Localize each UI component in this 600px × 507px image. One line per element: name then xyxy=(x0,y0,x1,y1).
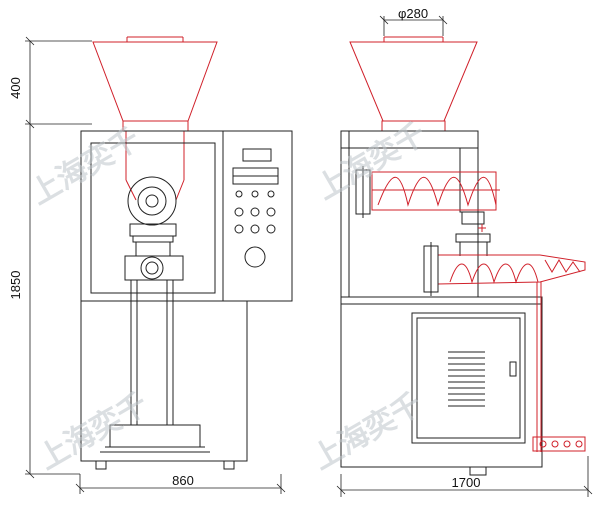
side-view xyxy=(340,36,586,476)
watermark: 上海奕千 xyxy=(33,387,154,477)
hopper-diameter-label: φ280 xyxy=(398,6,428,21)
control-panel-icon xyxy=(232,148,279,268)
front-hopper xyxy=(92,36,218,201)
side-dimensions xyxy=(336,15,593,497)
front-dimensions xyxy=(25,36,286,494)
front-view xyxy=(80,36,293,470)
side-width-label: 1700 xyxy=(452,475,481,490)
watermark: 上海奕千 xyxy=(307,387,428,477)
total-height-label: 1850 xyxy=(8,271,23,300)
vent-grille-icon xyxy=(448,351,485,407)
front-width-label: 860 xyxy=(172,473,194,488)
watermark: 上海奕千 xyxy=(311,117,432,207)
lower-screw xyxy=(437,254,586,285)
screw-conveyor-icon xyxy=(371,171,500,211)
hopper-height-label: 400 xyxy=(8,77,23,99)
